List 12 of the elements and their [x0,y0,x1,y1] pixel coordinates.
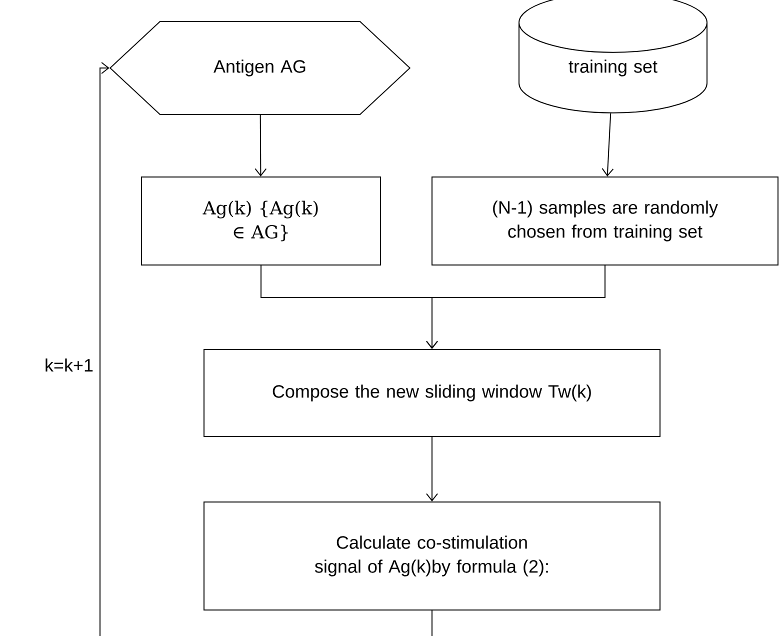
preparation-hexagon: Antigen AG [109,21,411,115]
process-box: Calculate co-stimulation signal of Ag(k)by formula (2): [204,502,660,610]
process-box: (N-1) samples are randomly chosen from training set [432,176,778,266]
arrow [100,62,110,636]
edge-label: k=k+1 [46,358,93,372]
arrow [602,112,614,176]
process-box: Ag(k) {Ag(k) ∈ AG} [141,176,381,266]
arrow [426,265,606,349]
process-box: Compose the new sliding window Tw(k) [204,349,660,437]
arrow [254,114,267,176]
database-cylinder: training set [518,0,708,114]
arrow [426,436,438,502]
